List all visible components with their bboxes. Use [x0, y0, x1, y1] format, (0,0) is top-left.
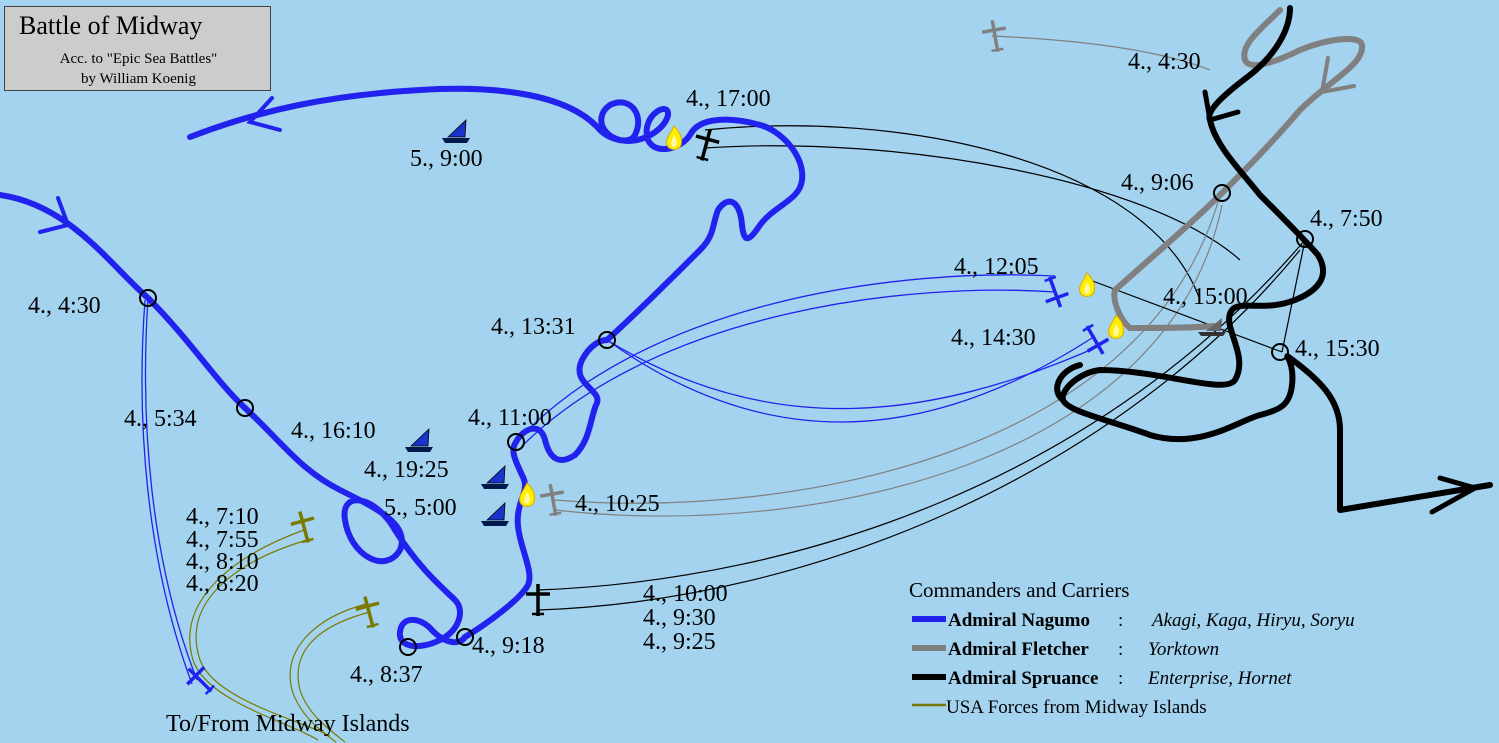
plane-icon: [286, 506, 322, 548]
source-line: by William Koenig: [81, 71, 196, 87]
legend-item-fletcher: Admiral Fletcher : Yorktown: [912, 639, 1219, 660]
midway-strike-1: [195, 539, 331, 737]
fire-icon: [666, 125, 683, 150]
time-label: 4., 4:30: [1128, 49, 1201, 75]
time-label: 4., 7:55: [186, 527, 259, 553]
map-source: Acc. to "Epic Sea Battles" by William Ko…: [5, 49, 272, 89]
time-label: 4., 10:25: [575, 491, 660, 517]
time-label: 5., 5:00: [384, 495, 457, 521]
spruance-arrows: [1202, 89, 1482, 515]
title-box: Battle of Midway Acc. to "Epic Sea Battl…: [4, 6, 271, 91]
time-label: 4., 10:00: [643, 581, 728, 607]
plane-icon: [524, 582, 552, 618]
sinking-ship-icon: [480, 502, 510, 527]
strike-routes: [141, 35, 1306, 743]
time-label: 4., 16:10: [291, 418, 376, 444]
time-label: 4., 7:50: [1310, 206, 1383, 232]
spruance-strike-1700: [704, 125, 1201, 301]
time-label: 4., 12:05: [954, 254, 1039, 280]
legend-carriers: USA Forces from Midway Islands: [946, 697, 1207, 718]
nagumo-strike-midway: [144, 297, 198, 681]
time-labels: 4., 17:00 5., 9:00 4., 4:30 4., 5:34 4.,…: [28, 49, 1383, 737]
time-label: 4., 9:06: [1121, 170, 1194, 196]
scout-route-ne: [991, 35, 1211, 71]
legend-separator: :: [1118, 668, 1123, 689]
legend-separator: :: [1118, 610, 1123, 631]
spruance-track: [1054, 5, 1493, 513]
sinking-ship-icon: [1198, 318, 1226, 336]
time-label: 4., 13:31: [491, 314, 576, 340]
legend-carriers: Akagi, Kaga, Hiryu, Soryu: [1150, 610, 1355, 631]
sinking-ship-icon: [404, 428, 434, 453]
time-markers: [139, 184, 1314, 656]
time-label: 5., 9:00: [410, 146, 483, 172]
legend-carriers: Yorktown: [1148, 639, 1219, 660]
time-label: 4., 17:00: [686, 86, 771, 112]
nagumo-track: [0, 85, 806, 650]
time-label: 4., 5:34: [124, 406, 197, 432]
time-label: 4., 15:00: [1163, 284, 1248, 310]
legend: Commanders and Carriers Admiral Nagumo :…: [909, 578, 1355, 718]
fletcher-arrow: [1319, 56, 1356, 95]
midway-label: To/From Midway Islands: [166, 711, 410, 737]
legend-commander: Admiral Fletcher: [948, 639, 1089, 660]
hiryu-strike-1205: [517, 274, 1056, 441]
time-label: 4., 7:10: [186, 504, 259, 530]
legend-separator: :: [1118, 639, 1123, 660]
plane-icon: [1036, 271, 1074, 313]
time-label: 4., 4:30: [28, 293, 101, 319]
legend-item-spruance: Admiral Spruance : Enterprise, Hornet: [912, 668, 1292, 689]
legend-commander: Admiral Nagumo: [948, 610, 1090, 631]
plane-icon: [351, 591, 387, 633]
legend-item-midway: USA Forces from Midway Islands: [912, 697, 1207, 718]
time-label: 4., 8:10: [186, 549, 259, 575]
time-label: 4., 15:30: [1295, 336, 1380, 362]
time-label: 4., 9:25: [643, 629, 716, 655]
time-label: 4., 11:00: [468, 405, 552, 431]
source-line: Acc. to "Epic Sea Battles": [59, 51, 218, 67]
legend-commander: Admiral Spruance: [948, 668, 1098, 689]
time-label: 4., 9:30: [643, 605, 716, 631]
sinking-ship-icon: [480, 465, 510, 490]
hiryu-strike-1430: [606, 335, 1096, 423]
time-label: 4., 8:20: [186, 571, 259, 597]
fire-icon: [519, 482, 536, 507]
legend-carriers: Enterprise, Hornet: [1147, 668, 1292, 689]
fletcher-strike-1025: [554, 194, 1221, 504]
sinking-ship-icon: [441, 119, 471, 144]
plane-icon: [978, 16, 1012, 56]
time-label: 4., 19:25: [364, 457, 449, 483]
legend-item-nagumo: Admiral Nagumo : Akagi, Kaga, Hiryu, Sor…: [912, 610, 1355, 631]
time-label: 4., 14:30: [951, 325, 1036, 351]
midway-strike-2: [297, 611, 371, 743]
time-label: 4., 8:37: [350, 662, 423, 688]
legend-heading: Commanders and Carriers: [909, 578, 1129, 602]
plane-icon: [536, 480, 570, 520]
nagumo-arrows: [38, 96, 282, 234]
time-label: 4., 9:18: [472, 633, 545, 659]
fire-icon: [1079, 272, 1096, 297]
map-title: Battle of Midway: [19, 11, 203, 40]
